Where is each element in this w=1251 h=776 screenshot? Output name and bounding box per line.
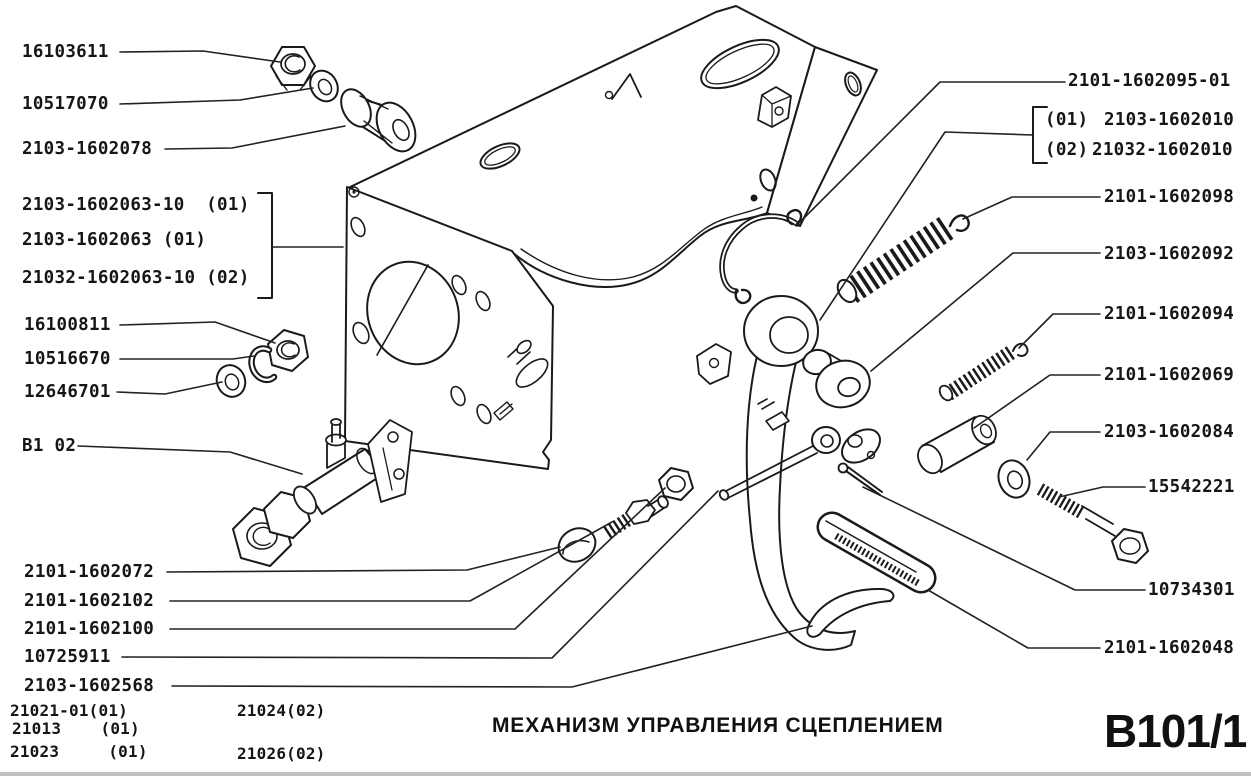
spacer-tube-2101-1602069 — [917, 414, 997, 475]
link-plate — [841, 428, 881, 464]
callout-pedal-tag-02: (02) — [1045, 140, 1089, 160]
pedal-pad-2101-1602048 — [816, 511, 937, 594]
pedal-pad-group — [806, 511, 937, 638]
bolt-15542221 — [1036, 483, 1149, 564]
callout-washer-upper: 10517070 — [22, 94, 109, 114]
callout-adjust-bolt: 2101-1602102 — [24, 591, 155, 611]
nut-16100811 — [267, 329, 309, 372]
pedal-arm — [745, 329, 856, 651]
lock-nut-2101-1602100 — [658, 467, 694, 501]
pedal-bushing-2103-1602092 — [802, 348, 871, 409]
callout-cotter-pin: 10734301 — [1148, 580, 1235, 600]
clutch-pedal-drawing — [696, 295, 856, 651]
footnote-models-1: 21021-01(01) — [10, 701, 128, 720]
callout-pedal-cover: 2103-1602568 — [24, 676, 155, 696]
pushrod-10725911 — [718, 426, 841, 501]
callout-roller: 2103-1602078 — [22, 139, 153, 159]
clevis-pin — [757, 398, 790, 431]
pedal-cover-2103-1602568 — [806, 587, 895, 638]
callout-cap: 2101-1602072 — [24, 562, 155, 582]
drawing-title: МЕХАНИЗМ УПРАВЛЕНИЯ СЦЕПЛЕНИЕМ — [492, 714, 944, 737]
master-cylinder-drawing — [232, 418, 413, 567]
callout-cylinder-ref: B1 02 — [22, 436, 77, 456]
bracket-clip — [757, 86, 792, 128]
callout-nut-upper: 16103611 — [22, 42, 109, 62]
upper-fastener-set — [270, 46, 417, 153]
footnote-models-5: 21026(02) — [237, 744, 326, 763]
footnote-models-3: 21023 (01) — [10, 742, 148, 761]
callout-pedal-variant-02: 21032-1602010 — [1092, 140, 1233, 160]
pushrod-group — [557, 398, 841, 563]
lockwasher-10516670 — [248, 345, 278, 384]
cylinder-top-boss — [325, 418, 347, 469]
callout-spacer-tube: 2101-1602069 — [1104, 365, 1235, 385]
footnote-models-4: 21024(02) — [237, 701, 326, 720]
plate-pin — [493, 401, 514, 421]
middle-fastener-set — [215, 329, 309, 398]
callout-lockwasher: 10516670 — [24, 349, 111, 369]
washer-12646701 — [215, 364, 247, 398]
washer-10517070 — [309, 69, 339, 103]
left-variant-bracket — [257, 192, 273, 299]
footnote-models-2: 21013 (01) — [12, 719, 140, 738]
return-spring-2101-1602098 — [836, 214, 970, 304]
callout-bolt-washer: 2103-1602084 — [1104, 422, 1235, 442]
pedal-stop-bracket — [696, 343, 732, 385]
callout-pedal-bolt: 15542221 — [1148, 477, 1235, 497]
right-parts — [802, 348, 1149, 564]
callout-small-spring: 2101-1602094 — [1104, 304, 1235, 324]
callout-pedal-variant-01: 2103-1602010 — [1104, 110, 1235, 130]
callout-bracket-variant-2: 2103-1602063 (01) — [22, 230, 207, 250]
callout-return-spring: 2101-1602098 — [1104, 187, 1235, 207]
callout-washer-lower: 12646701 — [24, 382, 111, 402]
springs — [719, 208, 1029, 402]
callout-pedal-bushing: 2103-1602092 — [1104, 244, 1235, 264]
pedal-bracket-drawing — [344, 5, 878, 470]
callout-servo-spring: 2101-1602095-01 — [1068, 71, 1231, 91]
page-bottom-edge — [0, 772, 1251, 776]
cap-2101-1602072 — [557, 527, 597, 563]
plate-stud — [507, 339, 549, 388]
roller-2103-1602078 — [340, 88, 417, 153]
callout-nut-lower: 16100811 — [24, 315, 111, 335]
servo-spring-2101-1602095 — [719, 208, 803, 305]
cotter-pin-10734301 — [837, 462, 883, 496]
callout-pedal-tag-01: (01) — [1045, 110, 1089, 130]
small-spring-2101-1602094 — [938, 342, 1029, 402]
callout-lock-nut: 2101-1602100 — [24, 619, 155, 639]
callout-pedal-pad: 2101-1602048 — [1104, 638, 1235, 658]
cylinder-flange — [367, 419, 413, 503]
washer-2103-1602084 — [997, 459, 1031, 499]
sheet-code: B101/1 — [1104, 705, 1247, 757]
callout-pushrod: 10725911 — [24, 647, 111, 667]
callout-bracket-variant-1: 2103-1602063-10 (01) — [22, 195, 250, 215]
callout-bracket-variant-3: 21032-1602063-10 (02) — [22, 268, 250, 288]
callout-leader-lines — [77, 50, 1146, 688]
